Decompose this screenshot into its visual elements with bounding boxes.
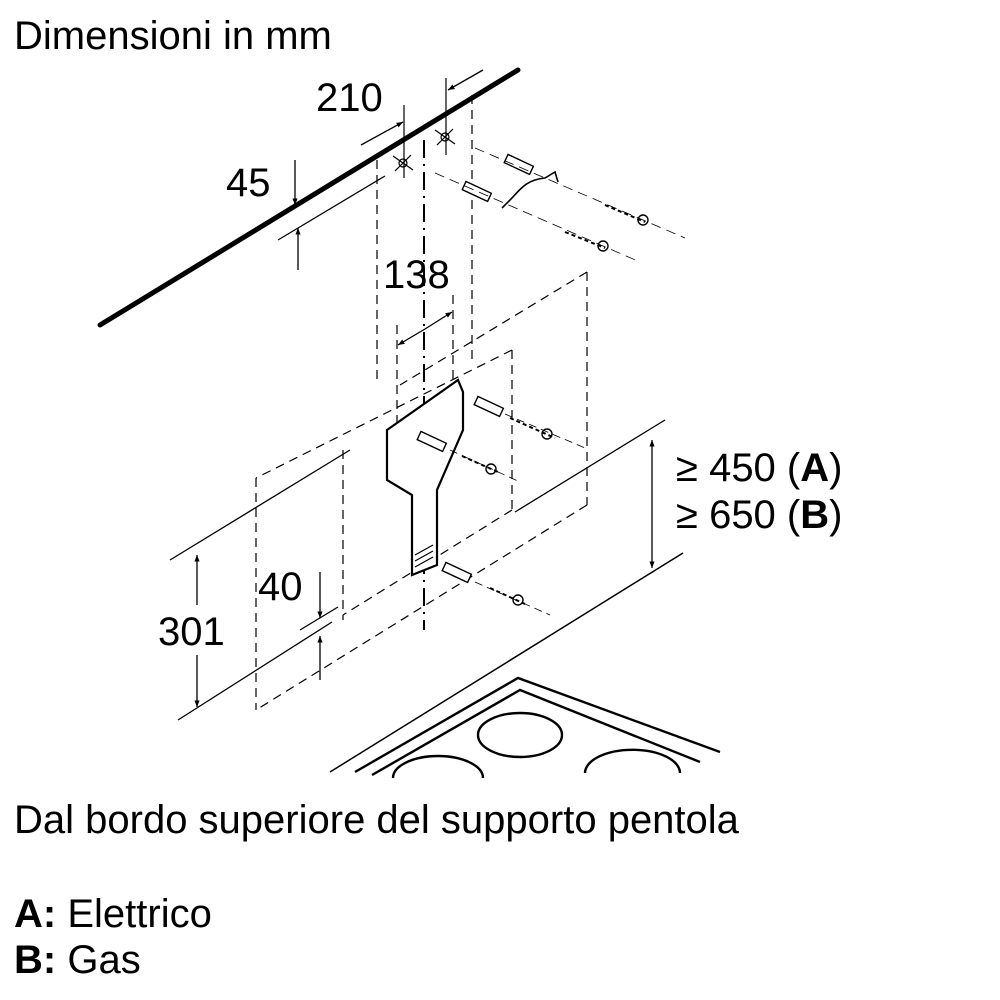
height-b-prefix: ≥ 650 (: [676, 493, 801, 537]
wall-anchor-icon: [473, 395, 586, 449]
drill-hole-icon: [434, 128, 456, 146]
height-a-prefix: ≥ 450 (: [676, 446, 801, 490]
dim-138-arrow-left: [397, 328, 426, 346]
legend-key: A:: [14, 892, 57, 936]
mounting-bracket: [385, 378, 465, 577]
height-electric-label: ≥ 450 (A): [676, 448, 842, 488]
dim-40-label: 40: [258, 565, 303, 609]
title: Dimensioni in mm: [14, 14, 332, 58]
height-b-suffix: ): [829, 493, 843, 537]
legend-key: B:: [14, 938, 57, 982]
cooktop: [354, 676, 721, 779]
burner-icon: [391, 754, 485, 779]
drill-hole-icon: [392, 154, 414, 172]
dim-210-label: 210: [316, 76, 383, 120]
hood-outline: [255, 95, 588, 711]
height-gas-label: ≥ 650 (B): [676, 495, 842, 535]
dim-210-arrow-right: [447, 69, 484, 91]
height-b-letter: B: [800, 493, 830, 537]
legend-label: Elettrico: [67, 892, 212, 936]
wall-anchor-icon: [416, 430, 521, 483]
legend-item-b: B: Gas: [14, 940, 141, 980]
dim-45-label: 45: [226, 161, 271, 205]
legend-label: Gas: [67, 938, 141, 982]
height-a-suffix: ): [829, 446, 843, 490]
dim-301-label: 301: [158, 610, 225, 654]
ceiling-line: [97, 67, 521, 328]
wall-anchor-icon: [434, 147, 686, 263]
height-a-letter: A: [800, 446, 830, 490]
dim-138-arrow-right: [424, 311, 453, 330]
dim-138-label: 138: [383, 253, 450, 297]
hatch-icon: [414, 544, 434, 568]
legend-item-a: A: Elettrico: [14, 894, 212, 934]
dim-210-arrow-left: [360, 121, 404, 146]
reference-note: Dal bordo superiore del supporto pentola: [14, 798, 739, 842]
burner-icon: [583, 748, 682, 774]
wall-anchor-icon: [441, 561, 551, 616]
burner-icon: [476, 711, 564, 759]
